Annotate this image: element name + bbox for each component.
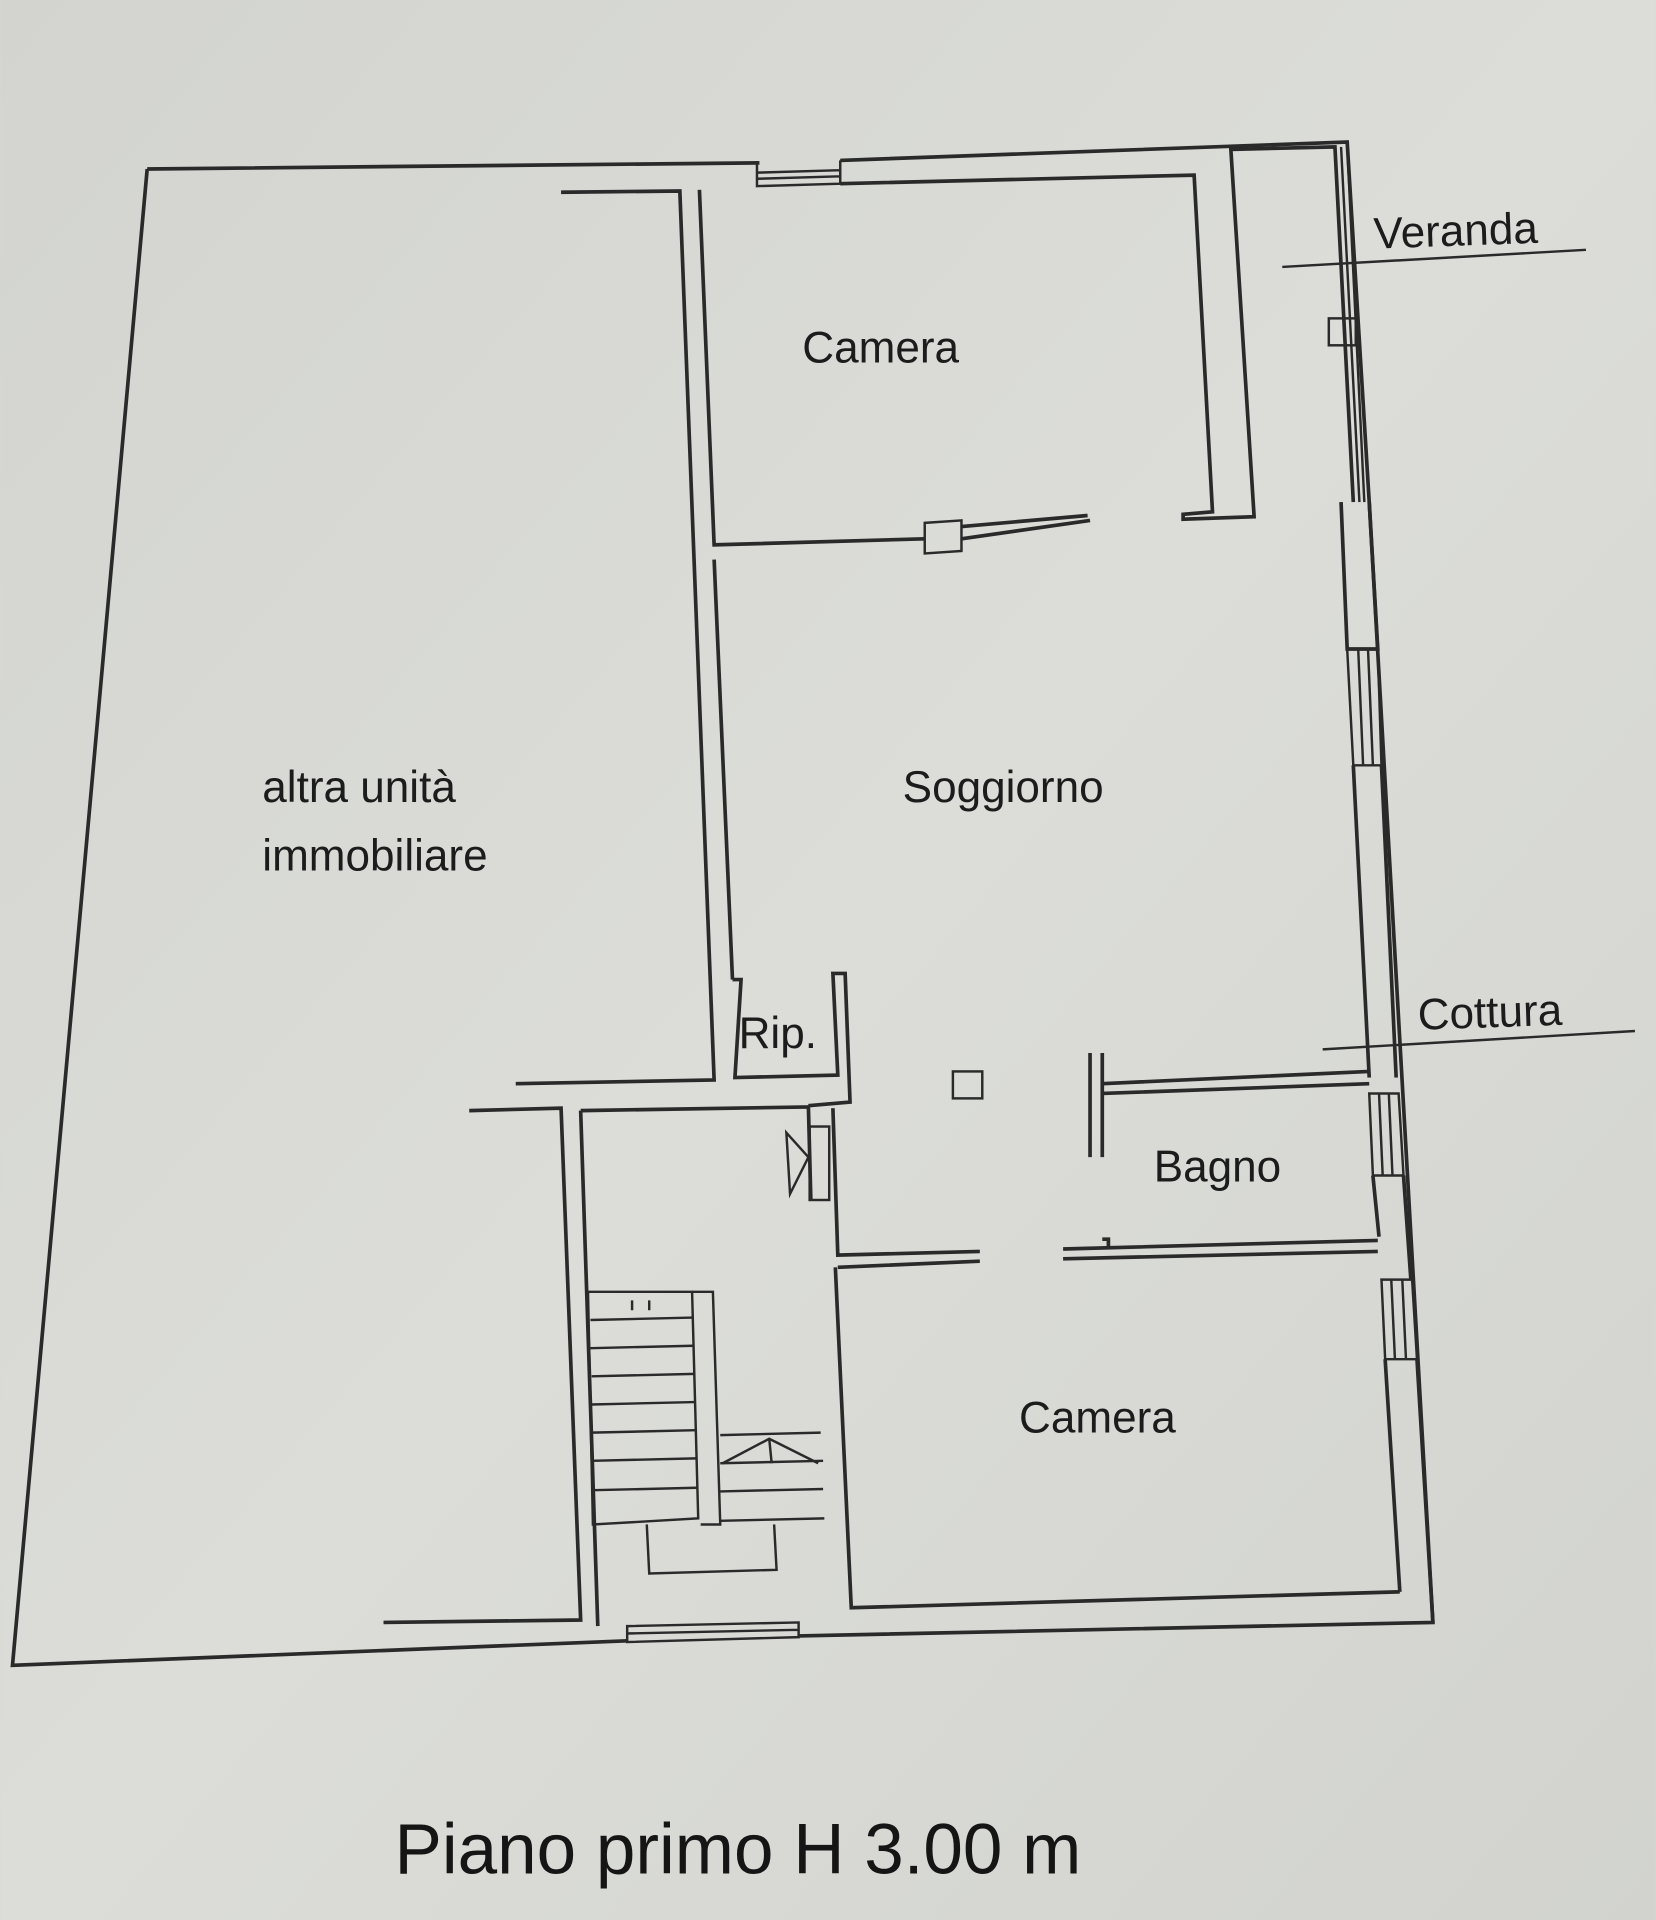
room-label-cottura: Cottura: [1417, 986, 1564, 1040]
outer-wall-inner-line: [840, 145, 1356, 522]
veranda-pillar: [1327, 317, 1357, 347]
ripostiglio-walls: [732, 971, 1400, 1610]
window-top: [755, 160, 842, 188]
room-label-camera-top: Camera: [802, 323, 959, 372]
stair-door-marker: [784, 1129, 810, 1199]
staircase: [586, 1290, 825, 1575]
window-bottom: [625, 1621, 800, 1644]
right-wall-lower: [1371, 1175, 1435, 1623]
pillar-soggiorno: [951, 1070, 984, 1100]
room-label-veranda: Veranda: [1373, 204, 1539, 259]
window-right-1: [1345, 647, 1383, 767]
room-label-camera-bottom: Camera: [1019, 1394, 1176, 1443]
cottura-leader-line: [1322, 1029, 1636, 1051]
room-label-ripostiglio: Rip.: [739, 1009, 817, 1058]
plan-title: Piano primo H 3.00 m: [395, 1810, 1082, 1889]
bagno-walls: [1063, 1053, 1378, 1261]
camera-door-jamb: [923, 519, 963, 555]
room-label-soggiorno: Soggiorno: [903, 763, 1104, 812]
room-label-bagno: Bagno: [1154, 1143, 1281, 1192]
party-wall: [515, 189, 1091, 1086]
veranda-leader-line: [1282, 248, 1587, 269]
room-label-other-unit-1: altra unità: [262, 763, 456, 812]
stair-door-frame: [808, 1125, 831, 1202]
room-label-other-unit-2: immobiliare: [262, 832, 487, 881]
